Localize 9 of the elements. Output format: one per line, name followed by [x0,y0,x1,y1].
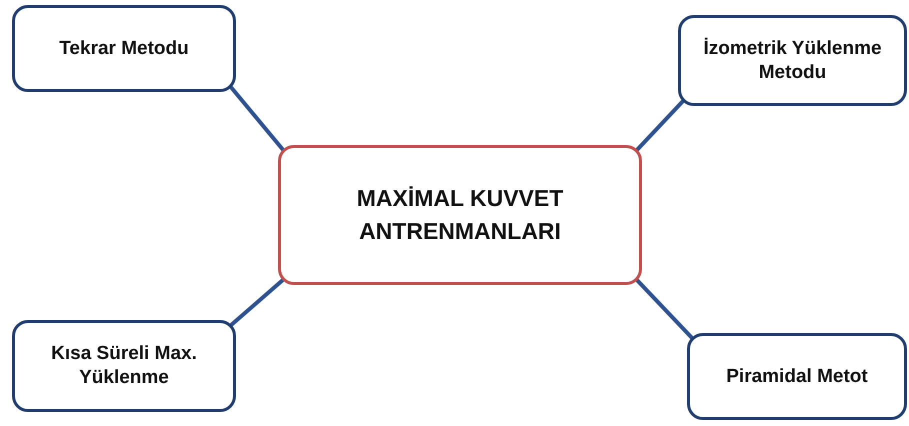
method-box: İzometrik Yüklenme Metodu [678,15,907,106]
connector-line [634,278,694,340]
connector-line [634,98,686,152]
method-box: Kısa Süreli Max. Yüklenme [12,320,236,412]
connector-line [228,278,286,328]
method-box: Tekrar Metodu [12,5,236,92]
connector-line [228,84,286,152]
central-topic-box: MAXİMAL KUVVET ANTRENMANLARI [278,145,642,285]
method-box: Piramidal Metot [687,333,907,420]
